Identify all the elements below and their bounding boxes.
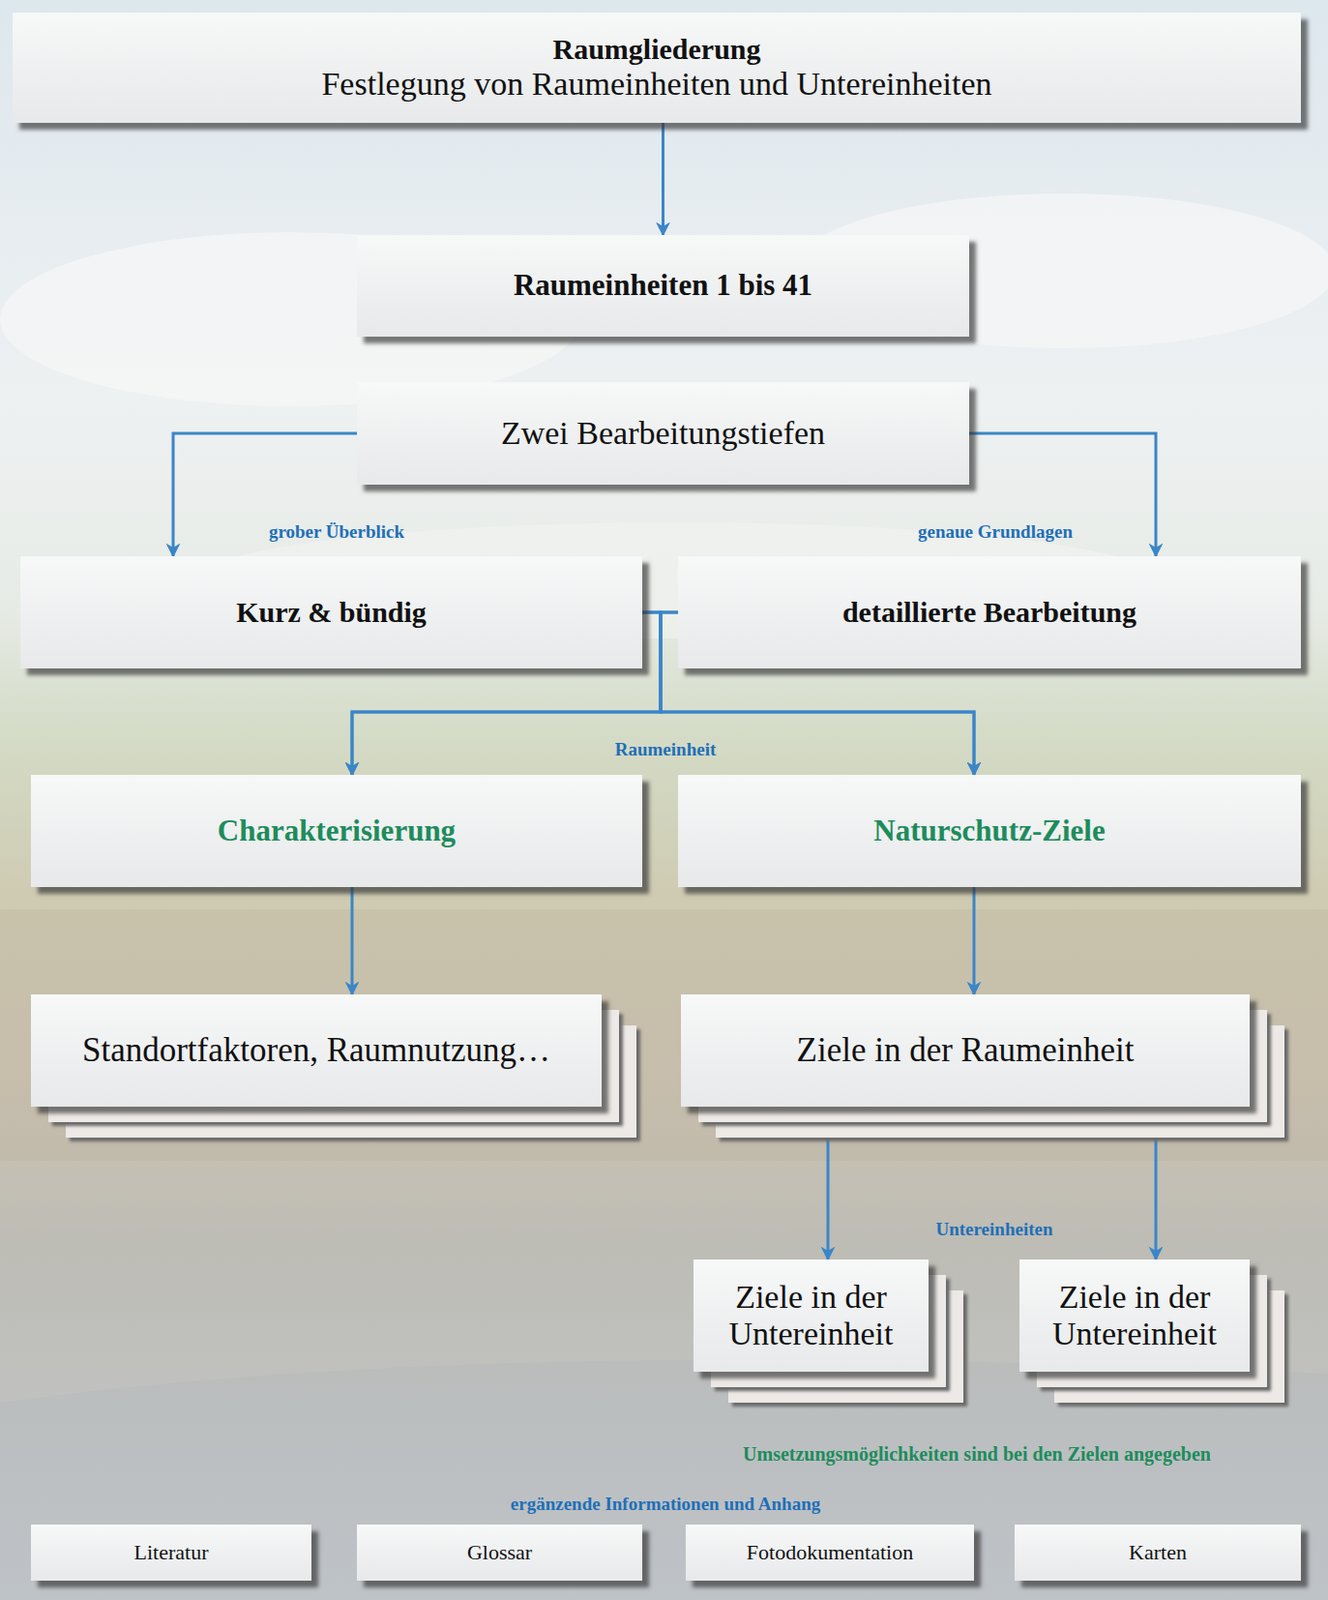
process-box: Raumeinheiten 1 bis 41 (356, 235, 970, 337)
box-text: Ziele in der Raumeinheit (796, 1031, 1135, 1069)
annotation-label: Umsetzungsmöglichkeiten sind bei den Zie… (742, 1443, 1211, 1466)
box-text: Kurz & bündig (236, 595, 427, 629)
annotation-label: Raumeinheit (615, 738, 717, 761)
flow-arrow (826, 1106, 830, 1260)
process-box: Fotodokumentation (685, 1524, 974, 1581)
process-box: Zwei Bearbeitungstiefen (356, 382, 970, 485)
box-text: Ziele in der Untereinheit (707, 1278, 915, 1353)
process-box: RaumgliederungFestlegung von Raumeinheit… (12, 12, 1301, 123)
process-box: Kurz & bündig (20, 556, 643, 669)
flow-arrow (661, 122, 665, 236)
stacked-box: Standortfaktoren, Raumnutzung… (30, 994, 602, 1107)
box-text: Naturschutz-Ziele (873, 814, 1105, 849)
flow-arrow (973, 886, 976, 995)
process-box: Glossar (356, 1524, 643, 1581)
process-box: Charakterisierung (30, 774, 643, 887)
box-text: Charakterisierung (217, 814, 456, 849)
box-text: Literatur (134, 1540, 209, 1565)
flow-arrow (1154, 1106, 1158, 1260)
box-text: Zwei Bearbeitungstiefen (501, 414, 826, 452)
box-text: Karten (1128, 1540, 1187, 1565)
field (0, 909, 1328, 1161)
process-box: Literatur (30, 1524, 312, 1581)
box-text: Standortfaktoren, Raumnutzung… (82, 1031, 551, 1069)
box-text: Fotodokumentation (746, 1540, 914, 1565)
box-text: detaillierte Bearbeitung (842, 595, 1137, 629)
annotation-label: ergänzende Informationen und Anhang (510, 1493, 821, 1515)
box-text: Ziele in der Untereinheit (1032, 1278, 1237, 1353)
stacked-box: Ziele in der Untereinheit (693, 1259, 929, 1372)
annotation-label: grober Überblick (268, 521, 405, 543)
process-box: Naturschutz-Ziele (678, 774, 1301, 887)
box-text: Raumeinheiten 1 bis 41 (513, 268, 813, 303)
process-box: detaillierte Bearbeitung (678, 556, 1301, 669)
annotation-label: genaue Grundlagen (917, 521, 1073, 543)
box-heading: Raumgliederung (552, 32, 761, 66)
box-text: Glossar (467, 1540, 532, 1565)
road (0, 1358, 1328, 1600)
flow-arrow (351, 886, 355, 995)
box-text: Festlegung von Raumeinheiten und Unterei… (321, 65, 992, 103)
process-box: Karten (1014, 1524, 1301, 1581)
stacked-box: Ziele in der Untereinheit (1019, 1259, 1250, 1372)
stacked-box: Ziele in der Raumeinheit (680, 994, 1250, 1107)
annotation-label: Untereinheiten (935, 1218, 1053, 1240)
